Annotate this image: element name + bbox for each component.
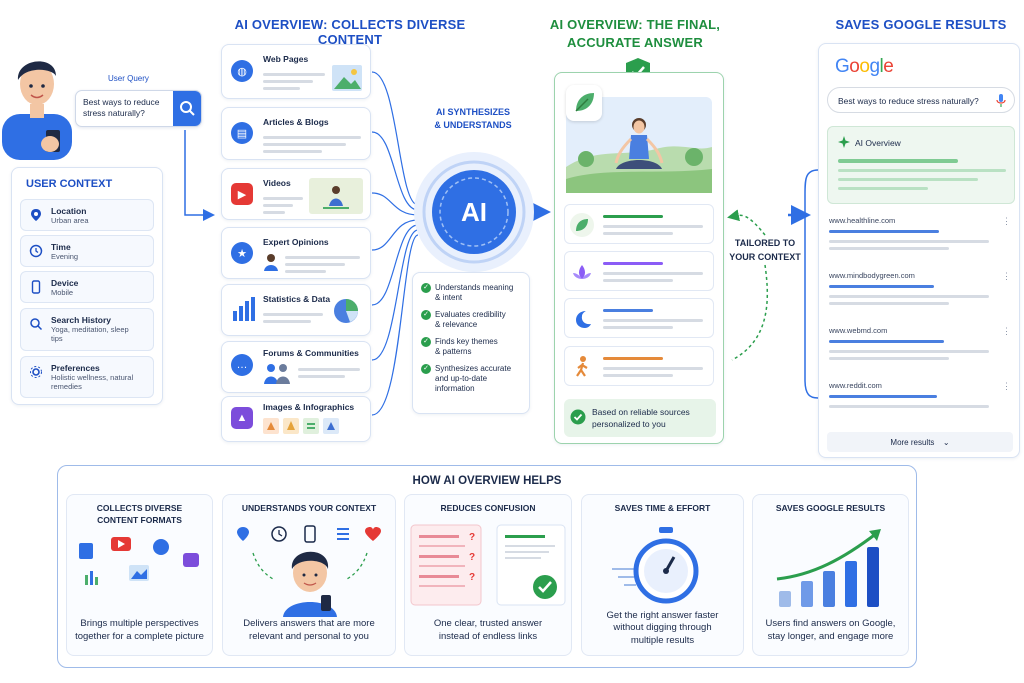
more-options-icon[interactable]: ⋮ (1002, 326, 1011, 336)
source-images-infographics: ▲ Images & Infographics (221, 396, 371, 442)
bar-chart-icon (233, 297, 255, 321)
context-illustration (237, 525, 381, 617)
user-context-title: USER CONTEXT (26, 178, 113, 190)
yoga-illustration (566, 97, 712, 193)
ai-caption-line1: AI SYNTHESIZES (435, 107, 510, 117)
answer-row-3 (564, 298, 714, 338)
google-logo: Google (835, 56, 894, 77)
saves-title: SAVES GOOGLE RESULTS (835, 17, 1007, 32)
svg-text:?: ? (469, 572, 475, 583)
reliable-sources-note: Based on reliable sources personalized t… (564, 399, 716, 437)
ai-badge-text: AI (461, 197, 487, 227)
search-button[interactable] (173, 91, 201, 126)
search-result[interactable]: www.reddit.com ⋮ (829, 381, 1015, 423)
help-card-saves-time: SAVES TIME & EFFORT Get the right answer… (581, 494, 744, 656)
source-forums-communities: … Forums & Communities (221, 341, 371, 393)
help-card-understands: UNDERSTANDS YOUR CONTEXT Delivers answer… (222, 494, 396, 656)
check-icon: ✓ (421, 283, 431, 293)
final-title-line2: ACCURATE ANSWER (567, 35, 703, 50)
query-text: Best ways to reduce stress naturally? (83, 97, 160, 119)
search-icon (180, 101, 195, 116)
phone-icon (31, 280, 41, 294)
helps-title: HOW AI OVERVIEW HELPS (412, 475, 562, 487)
chevron-down-icon: ⌄ (942, 438, 950, 447)
final-title-line1: AI OVERVIEW: THE FINAL, (549, 17, 721, 32)
chat-icon: … (231, 354, 253, 376)
source-web-pages: ◍ Web Pages (221, 44, 371, 99)
globe-icon: ◍ (231, 60, 253, 82)
source-statistics-data: Statistics & Data (221, 284, 371, 336)
search-result[interactable]: www.webmd.com ⋮ (829, 326, 1015, 376)
search-result[interactable]: www.healthline.com ⋮ (829, 216, 1015, 266)
check-circle-icon (570, 409, 586, 425)
user-avatar (2, 61, 72, 160)
check-icon: ✓ (421, 364, 431, 374)
tailored-line2: YOUR CONTEXT (729, 252, 801, 262)
more-options-icon[interactable]: ⋮ (1002, 216, 1011, 226)
video-thumbnail (309, 178, 363, 214)
clock-icon (29, 244, 43, 258)
lotus-icon (573, 265, 591, 279)
source-videos: ▶ Videos (221, 168, 371, 220)
collects-title: AI OVERVIEW: COLLECTS DIVERSE CONTENT (234, 17, 466, 47)
landscape-image-icon (332, 65, 362, 91)
svg-text:?: ? (469, 532, 475, 543)
document-icon: ▤ (231, 122, 253, 144)
google-search-bar[interactable]: Best ways to reduce stress naturally? (827, 87, 1015, 113)
help-card-saves-results: SAVES GOOGLE RESULTS Users find answers … (752, 494, 909, 656)
search-result[interactable]: www.mindbodygreen.com ⋮ (829, 271, 1015, 321)
expert-avatar (264, 254, 278, 271)
walking-person-icon (576, 356, 588, 377)
confusion-illustration: ? ? ? (410, 524, 566, 606)
ai-capabilities-panel: ✓Understands meaning& intent ✓Evaluates … (412, 272, 530, 414)
ai-caption-line2: & UNDERSTANDS (434, 120, 512, 130)
content-formats-illustration (79, 537, 199, 585)
microphone-icon[interactable] (996, 94, 1006, 108)
source-expert-opinions: ★ Expert Opinions (221, 227, 371, 279)
source-articles-blogs: ▤ Articles & Blogs (221, 107, 371, 160)
answer-row-1 (564, 204, 714, 244)
user-query-label: User Query (108, 74, 149, 83)
check-icon: ✓ (421, 337, 431, 347)
google-results-panel: Google Best ways to reduce stress natura… (818, 43, 1020, 458)
leaf-badge (566, 85, 602, 121)
more-options-icon[interactable]: ⋮ (1002, 271, 1011, 281)
more-options-icon[interactable]: ⋮ (1002, 381, 1011, 391)
answer-row-2 (564, 251, 714, 291)
answer-row-4 (564, 346, 714, 386)
check-icon: ✓ (421, 310, 431, 320)
moon-icon (576, 311, 591, 328)
image-icon: ▲ (231, 407, 253, 429)
ai-brain-badge: AI (414, 152, 534, 272)
query-box[interactable]: Best ways to reduce stress naturally? (75, 90, 202, 127)
tailored-line1: TAILORED TO (734, 238, 796, 248)
leaf-icon (570, 213, 594, 237)
stopwatch-icon (612, 527, 699, 604)
sparkle-icon (838, 136, 850, 148)
search-icon (30, 318, 43, 331)
location-pin-icon (31, 209, 41, 221)
play-icon: ▶ (231, 183, 253, 205)
help-card-reduces-confusion: REDUCES CONFUSION ? ? ? One clear, trust… (404, 494, 572, 656)
growth-chart-icon (776, 529, 881, 607)
leaf-icon (575, 93, 594, 112)
final-answer-panel: Based on reliable sources personalized t… (554, 72, 724, 444)
svg-text:?: ? (469, 552, 475, 563)
pie-chart-icon (334, 299, 358, 323)
ai-overview-box[interactable]: AI Overview (827, 126, 1015, 204)
infographic-thumbnails (263, 418, 339, 434)
people-icon (264, 364, 290, 384)
gear-icon (30, 366, 42, 378)
star-icon: ★ (231, 242, 253, 264)
more-results-button[interactable]: More results ⌄ (827, 432, 1013, 452)
